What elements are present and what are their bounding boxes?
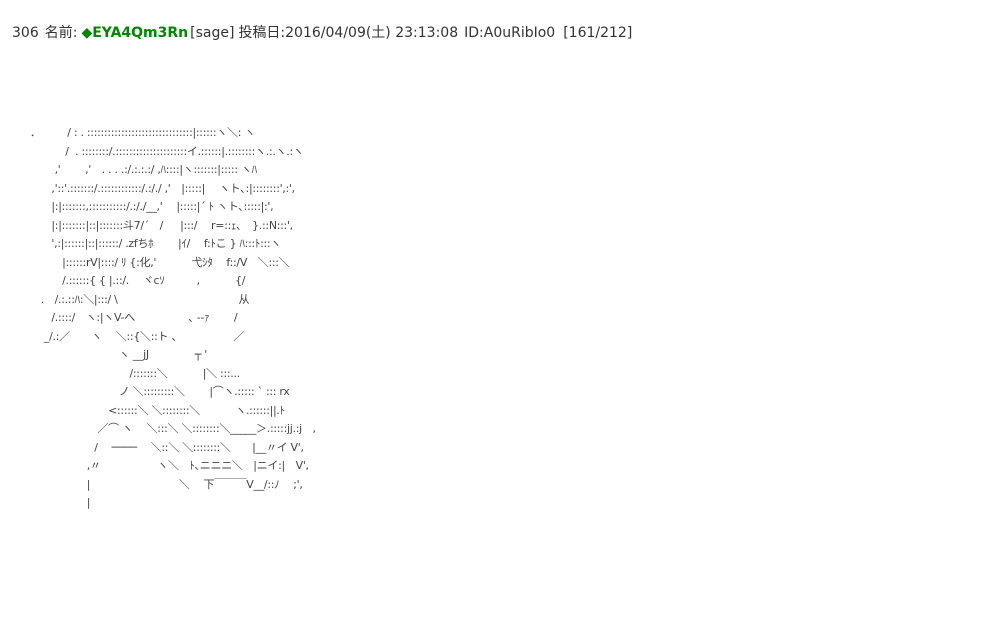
post-header: 306 名前:◆EYA4Qm3Rn[sage]投稿日:2016/04/09(土) … (12, 23, 632, 43)
art-line: ． / : . :::::::::::::::::::::::::::::::|… (30, 126, 256, 139)
art-line: |:|:::::::|::|:::::::斗7/´ / |:::/ r=::ｪ､… (30, 218, 293, 232)
art-line: <::::::＼ ＼::::::::＼ ヽ.::::::||.ﾄ (30, 403, 285, 417)
post-number[interactable]: 306 (12, 25, 39, 41)
art-line: ヽ __jJ ┬ ' (30, 348, 208, 361)
ascii-art-body: ． / : . :::::::::::::::::::::::::::::::|… (30, 124, 470, 544)
poster-id[interactable]: ID:A0uRibIo0 (464, 25, 556, 41)
art-line: /.::::::{ { |.::/. ヾcｿ , {/ (30, 274, 246, 287)
mail-field[interactable]: [sage] (190, 25, 235, 41)
art-line: |::::::rV|::::/ ﾘ {:化,' 弋ｼﾀ f::/V ＼:::＼ (30, 255, 290, 269)
art-line: /.::::/ ヽ:|ヽV-へ ､ ‐‐ｧ / (30, 311, 238, 324)
art-line: _/.:／ ヽ ＼::{＼::ト 、 ／ (30, 329, 245, 343)
post-date: 投稿日:2016/04/09(土) 23:13:08 (238, 25, 459, 41)
name-label: 名前: (44, 25, 78, 41)
art-line: ,'::'.:::::::/.::::::::::::/.:/./ ,' |::… (30, 181, 295, 195)
art-line: . /.:.::ﾊ:＼|:::/ \ 从 (30, 292, 250, 306)
art-line: ,' ,' . . . .:/.:.:.:/ ,ﾊ::::|ヽ:::::::|:… (30, 163, 258, 176)
art-line: |:|:::::::,:::::::::::/.:/./__,' |:::::|… (30, 200, 274, 213)
art-line: /:::::::＼ |＼ :::... (30, 366, 240, 380)
art-line: ',:|::::::|::|::::::/ .zfちﾎ |ｲ/ f:ﾄこ } ﾊ… (30, 237, 281, 250)
art-line: / . ::::::::/.:::::::::::::::::::::イ.:::… (30, 144, 304, 158)
art-line: | ＼ 下￣￣￣V__/::ﾉ ;', (30, 477, 303, 491)
art-line: ,〃 ヽ＼ ﾄ､ニニニ＼ |ニイ:| V', (30, 459, 309, 472)
art-line: | (30, 496, 91, 509)
art-line: ／⌒ ヽ ＼:::＼ ＼::::::::＼_____＞.:::::jj.:j , (30, 422, 316, 435)
art-line: ノ ＼:::::::::＼ |⌒ヽ.::::: ` ::: rx (30, 385, 290, 398)
art-line: / ──── ＼::＼ ＼::::::::＼ |__〃イ V', (30, 440, 304, 454)
post-count: [161/212] (563, 25, 633, 41)
poster-trip: ◆EYA4Qm3Rn (81, 25, 189, 41)
